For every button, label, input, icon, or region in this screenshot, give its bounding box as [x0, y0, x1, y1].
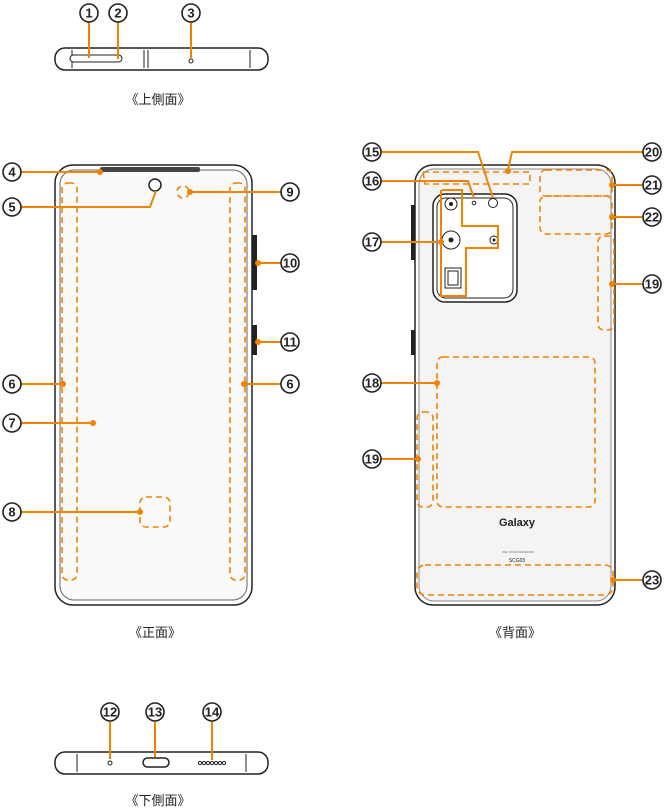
model-text: SCG03 [509, 558, 526, 564]
callout-6-left: 6 [2, 374, 22, 394]
svg-text:23: 23 [645, 573, 659, 588]
svg-text:21: 21 [645, 178, 659, 193]
caption-front: 《正面》 [129, 626, 181, 641]
svg-text:22: 22 [645, 210, 659, 225]
callout-18: 18 [362, 373, 382, 393]
svg-text:6: 6 [286, 377, 293, 392]
svg-text:3: 3 [187, 6, 194, 21]
svg-text:11: 11 [283, 335, 297, 350]
svg-text:15: 15 [365, 145, 379, 160]
svg-text:16: 16 [365, 174, 379, 189]
caption-top: 《上側面》 [125, 93, 190, 108]
callout-9: 9 [280, 182, 300, 202]
svg-text:12: 12 [103, 705, 117, 720]
callout-3: 3 [181, 3, 201, 23]
callout-15: 15 [362, 142, 382, 162]
callout-1: 1 [79, 3, 99, 23]
svg-text:19: 19 [365, 452, 379, 467]
svg-text:4: 4 [8, 165, 16, 180]
callout-12: 12 [100, 702, 120, 722]
callout-8: 8 [2, 502, 22, 522]
front-view: 4 5 9 10 11 6 6 7 8 《正面》 [2, 162, 300, 641]
callout-19-left: 19 [362, 449, 382, 469]
callout-11: 11 [280, 332, 300, 352]
callout-2: 2 [108, 3, 128, 23]
caption-back: 《背面》 [489, 626, 541, 641]
svg-text:5: 5 [8, 200, 15, 215]
callout-16: 16 [362, 171, 382, 191]
callout-4: 4 [2, 162, 22, 182]
svg-text:7: 7 [8, 416, 15, 431]
sim-tray [69, 54, 123, 63]
svg-text:8: 8 [8, 505, 15, 520]
callout-5: 5 [2, 197, 22, 217]
svg-text:9: 9 [286, 185, 293, 200]
top-side-view: 1 2 3 《上側面》 [54, 3, 269, 108]
svg-text:10: 10 [283, 256, 297, 271]
callout-17: 17 [362, 232, 382, 252]
svg-text:2: 2 [114, 6, 121, 21]
callout-20: 20 [642, 142, 662, 162]
imei-text: IMEI 000000000000000 [502, 550, 534, 554]
callout-10: 10 [280, 253, 300, 273]
callout-6-right: 6 [280, 374, 300, 394]
back-view: Galaxy IMEI 000000000000000 SCG03 15 20 … [362, 142, 662, 641]
svg-text:14: 14 [205, 705, 220, 720]
svg-text:19: 19 [645, 277, 659, 292]
svg-text:18: 18 [365, 376, 379, 391]
svg-text:1: 1 [85, 6, 92, 21]
svg-text:20: 20 [645, 145, 659, 160]
callout-19-right: 19 [642, 274, 662, 294]
svg-text:6: 6 [8, 377, 15, 392]
callout-7: 7 [2, 413, 22, 433]
callout-22: 22 [642, 207, 662, 227]
callout-21: 21 [642, 175, 662, 195]
caption-bottom: 《下側面》 [125, 794, 190, 809]
svg-text:13: 13 [148, 705, 162, 720]
galaxy-logo: Galaxy [499, 517, 536, 529]
callout-13: 13 [145, 702, 165, 722]
svg-text:17: 17 [365, 235, 379, 250]
bottom-side-view: 12 13 14 《下側面》 [54, 702, 269, 809]
callout-14: 14 [202, 702, 222, 722]
usb-port [142, 757, 170, 768]
callout-23: 23 [642, 570, 662, 590]
